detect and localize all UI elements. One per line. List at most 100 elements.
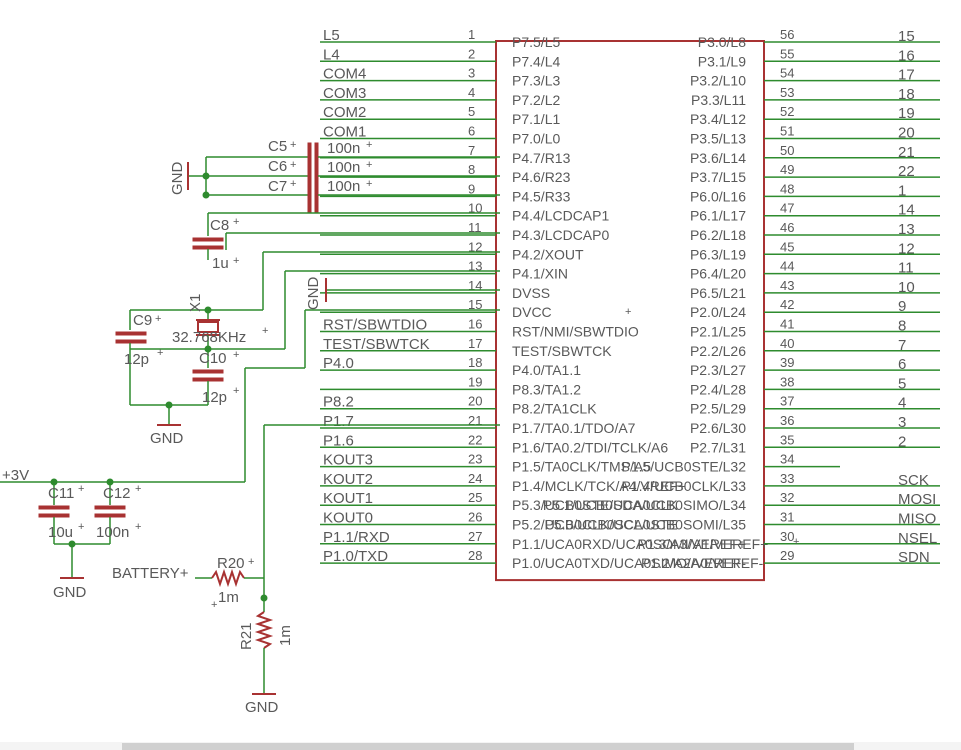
c7-value: 100n: [327, 178, 360, 195]
left-pin-number: 26: [468, 510, 482, 525]
right-pin-number: 44: [780, 259, 794, 274]
c10-value: 12p: [202, 389, 227, 406]
c9-name: C9: [133, 312, 152, 329]
c10-name: C10: [199, 350, 227, 367]
left-pin-name: P8.2/TA1CLK: [512, 401, 597, 417]
left-net-label: RST/SBWTDIO: [323, 317, 427, 334]
plus-mark: +: [155, 313, 161, 325]
c8-value: 1u: [212, 255, 229, 272]
gnd-label-caps: GND: [169, 162, 186, 196]
left-pin-name: P7.0/L0: [512, 131, 560, 147]
c6-value: 100n: [327, 159, 360, 176]
plus-mark: +: [233, 385, 239, 397]
c9-value: 12p: [124, 351, 149, 368]
right-pin-number: 35: [780, 432, 794, 447]
right-pin-name: P6.4/L20: [690, 266, 746, 282]
right-pin-number: 50: [780, 143, 794, 158]
r20-value: 1m: [218, 589, 239, 606]
right-net-label: NSEL: [898, 530, 937, 547]
left-pin-name: P4.4/LCDCAP1: [512, 208, 609, 224]
x1-value: 32.768KHz: [172, 329, 246, 346]
left-net-label: P1.1/RXD: [323, 529, 390, 546]
gnd-label-crystal: GND: [150, 430, 184, 447]
right-pin-number: 54: [780, 66, 794, 81]
right-pin-number: 55: [780, 46, 794, 61]
plus-mark: +: [233, 349, 239, 361]
right-net-label: 19: [898, 105, 915, 122]
plus-mark: +: [135, 483, 141, 495]
left-net-label: TEST/SBWTCK: [323, 336, 430, 353]
left-pin-name: P5.3/UCB0STE/UCA0CLK: [512, 497, 678, 513]
right-pin-name: P3.3/L11: [691, 92, 746, 108]
right-pin-name: P3.5/L13: [690, 131, 746, 147]
battery-divider: BATTERY+ R20 1m R21 1m GND: [112, 424, 500, 716]
c12-value: 100n: [96, 524, 129, 541]
left-net-label: P1.0/TXD: [323, 548, 388, 565]
right-pin-name: P3.7/L15: [690, 169, 746, 185]
right-pin-number: 36: [780, 413, 794, 428]
r21-value: 1m: [277, 625, 294, 646]
right-pin-name: P6.0/L16: [690, 188, 746, 204]
right-pin-number: 53: [780, 85, 794, 100]
left-pin-name: P1.0/UCA0TXD/UCA0SIMO/A0/VEREF-: [512, 555, 764, 571]
plus-mark: +: [157, 347, 163, 359]
right-pin-name: P3.6/L14: [690, 150, 746, 166]
right-net-label: SCK: [898, 472, 929, 489]
right-pin-name: P2.0/L24: [690, 304, 746, 320]
right-pin-number: 37: [780, 394, 794, 409]
r20-name: R20: [217, 555, 245, 572]
left-pin-number: 7: [468, 143, 475, 158]
plus-mark: +: [366, 159, 372, 171]
right-pin-name: P2.1/L25: [690, 324, 746, 340]
right-pin-name: P1.5/UCB0STE/L32: [621, 459, 746, 475]
right-net-label: 16: [898, 47, 915, 64]
crystal-circuit: X1 32.768KHz C9 12p C10 12p GND: [115, 251, 500, 447]
right-pin-name: P2.7/L31: [690, 439, 746, 455]
plus-mark: +: [78, 521, 84, 533]
left-pin-number: 25: [468, 490, 482, 505]
left-pin-number: 18: [468, 355, 482, 370]
plus-mark: +: [290, 178, 296, 190]
left-pin-number: 19: [468, 374, 482, 389]
c12-name: C12: [103, 485, 131, 502]
left-pin-number: 8: [468, 162, 475, 177]
right-pin-name: P6.2/L18: [690, 227, 746, 243]
right-pin-name: P1.4/UCB0CLK/L33: [621, 478, 746, 494]
right-pin-name: P6.5/L21: [690, 285, 746, 301]
right-net-label: 22: [898, 163, 915, 180]
right-pin-name: P5.1/UCB0SDA/UCB0SIMO/L34: [543, 497, 746, 513]
right-pin-name: P2.6/L30: [690, 420, 746, 436]
left-pin-name: P4.2/XOUT: [512, 246, 584, 262]
left-net-label: COM4: [323, 66, 366, 83]
passive-components: C5 100n C6 100n C7 100n GND C8 1u: [0, 138, 799, 716]
left-pin-name: P8.3/TA1.2: [512, 381, 581, 397]
left-net-label: COM2: [323, 104, 366, 121]
right-pin-name: P5.0/UCB0SCL/UCB0SOMI/L35: [544, 517, 746, 533]
plus-mark: +: [366, 178, 372, 190]
right-pin-number: 46: [780, 220, 794, 235]
left-pin-number: 11: [468, 220, 482, 235]
scrollbar-thumb[interactable]: [122, 743, 854, 750]
plus-mark: +: [135, 521, 141, 533]
right-net-label: 3: [898, 414, 906, 431]
decoupling-caps: C5 100n C6 100n C7 100n GND: [169, 138, 500, 214]
left-pin-number: 20: [468, 394, 482, 409]
right-net-label: MISO: [898, 511, 936, 528]
right-pin-number: 33: [780, 471, 794, 486]
plus-mark: +: [78, 483, 84, 495]
left-pin-number: 28: [468, 548, 482, 563]
left-pin-number: 27: [468, 529, 482, 544]
battery-label: BATTERY+: [112, 565, 189, 582]
r21-name: R21: [238, 622, 255, 650]
c8-capacitor: C8 1u: [192, 212, 500, 272]
c7-name: C7: [268, 178, 287, 195]
left-pin-name: P1.5/TA0CLK/TMS/A5: [512, 459, 651, 475]
c6-name: C6: [268, 158, 287, 175]
left-net-label: L4: [323, 46, 340, 63]
plus-mark: +: [625, 306, 631, 318]
left-pin-name: RST/NMI/SBWTDIO: [512, 324, 639, 340]
right-pin-number: 39: [780, 355, 794, 370]
right-pin-number: 56: [780, 27, 794, 42]
right-pin-number: 45: [780, 239, 794, 254]
plus-mark: +: [793, 536, 799, 548]
